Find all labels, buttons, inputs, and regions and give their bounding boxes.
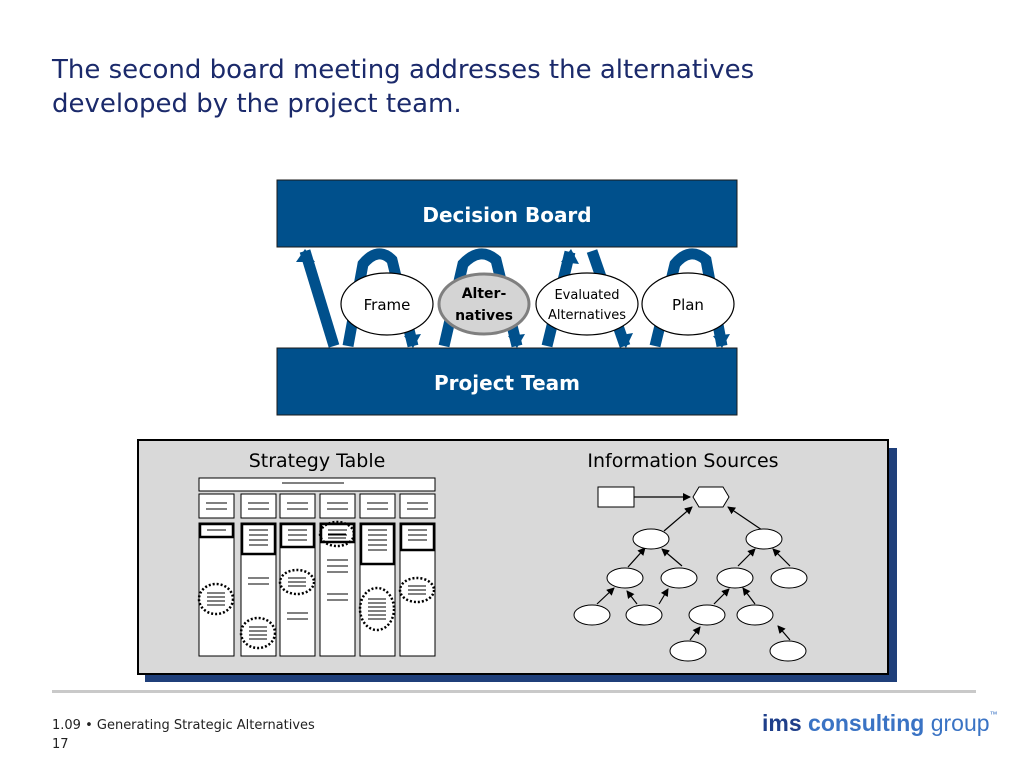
strategy-column [319,522,356,657]
flow-arrow-up-left [299,249,340,348]
strategy-column-header [279,493,316,519]
influence-arrow [772,548,791,567]
strategy-selected-option [359,522,396,566]
influence-arrow [596,587,615,605]
strategy-chosen-option-circle [398,576,436,604]
information-sources-label: Information Sources [587,450,778,472]
influence-arrow [626,590,638,605]
stage-plan: Plan [641,272,735,336]
flow-arrow-alternatives [438,248,523,348]
decision-board-label: Decision Board [422,203,591,227]
footer-page-number: 17 [52,737,69,752]
logo-consulting: consulting [808,710,925,736]
stage-plan-label: Plan [672,296,704,314]
uncertainty-node [606,567,644,589]
footer-divider [52,690,976,693]
strategy-column-header [198,493,235,519]
logo-group: group [930,710,990,736]
logo-ims: ims [762,710,802,736]
influence-arrow [661,548,683,567]
company-logo: ims consulting group™ [762,710,998,737]
uncertainty-node [573,604,611,626]
slide-title-line-2: developed by the project team. [52,89,462,119]
strategy-column-header [399,493,436,519]
stage-alternatives-line-2: natives [455,308,513,324]
uncertainty-node [745,528,783,550]
stage-evaluated-alternatives: Evaluated Alternatives [535,272,639,336]
influence-arrow [663,506,693,532]
influence-arrow [727,506,763,531]
strategy-chosen-option-circle [197,582,235,616]
project-team-label: Project Team [434,371,580,395]
slide-title: The second board meeting addresses the a… [52,53,972,121]
information-sources-graphic [573,486,808,662]
uncertainty-node [736,604,774,626]
stage-frame-label: Frame [364,296,411,314]
strategy-chosen-option-circle [318,520,356,548]
flow-arrow-plan [649,248,728,348]
flow-arrowhead-evaluated-down [616,333,633,348]
flow-arrowhead-frame [404,334,421,348]
flow-arrowhead-evaluated-up [561,249,579,264]
strategy-selected-option [240,522,277,556]
strategy-chosen-option-circle [278,568,316,596]
footer-section: 1.09 • Generating Strategic Alternatives [52,718,315,733]
value-node [692,486,730,508]
uncertainty-node [625,604,663,626]
uncertainty-node [688,604,726,626]
strategy-table-label: Strategy Table [249,450,386,472]
source-box [597,486,635,508]
stage-evaluated-line-2: Alternatives [548,308,626,323]
flow-arrowhead-alternatives [508,334,525,348]
strategy-column-header [359,493,396,519]
strategy-table-title-row [198,477,436,492]
strategy-column-header [240,493,277,519]
strategy-selected-option [399,522,436,552]
footer: 1.09 • Generating Strategic Alternatives… [52,716,315,754]
uncertainty-node [770,567,808,589]
logo-trademark: ™ [989,710,998,719]
slide-title-line-1: The second board meeting addresses the a… [52,55,755,85]
flow-arrowhead-up-left [296,249,315,262]
strategy-chosen-option-circle [358,586,396,632]
flow-arrow-frame [342,248,419,348]
stage-evaluated-line-1: Evaluated [554,288,619,303]
influence-arrow [713,588,730,605]
strategy-column-header [319,493,356,519]
influence-arrow [689,626,701,641]
uncertainty-node [769,640,807,662]
stage-alternatives-line-1: Alter- [462,286,507,302]
project-team-box [276,347,738,416]
stage-alternatives: Alter- natives [437,272,531,336]
influence-arrow [737,548,756,567]
strategy-chosen-option-circle [239,616,277,650]
uncertainty-node [660,567,698,589]
influence-arrow [742,587,756,605]
flow-arrowhead-plan [713,334,730,348]
influence-arrow [658,588,669,605]
influence-arrow [627,547,646,568]
uncertainty-node [632,528,670,550]
uncertainty-node [716,567,754,589]
uncertainty-node [669,640,707,662]
strategy-table-graphic [197,477,436,657]
decision-board-box [276,179,738,248]
influence-arrow [777,625,791,641]
stage-frame: Frame [340,272,434,336]
